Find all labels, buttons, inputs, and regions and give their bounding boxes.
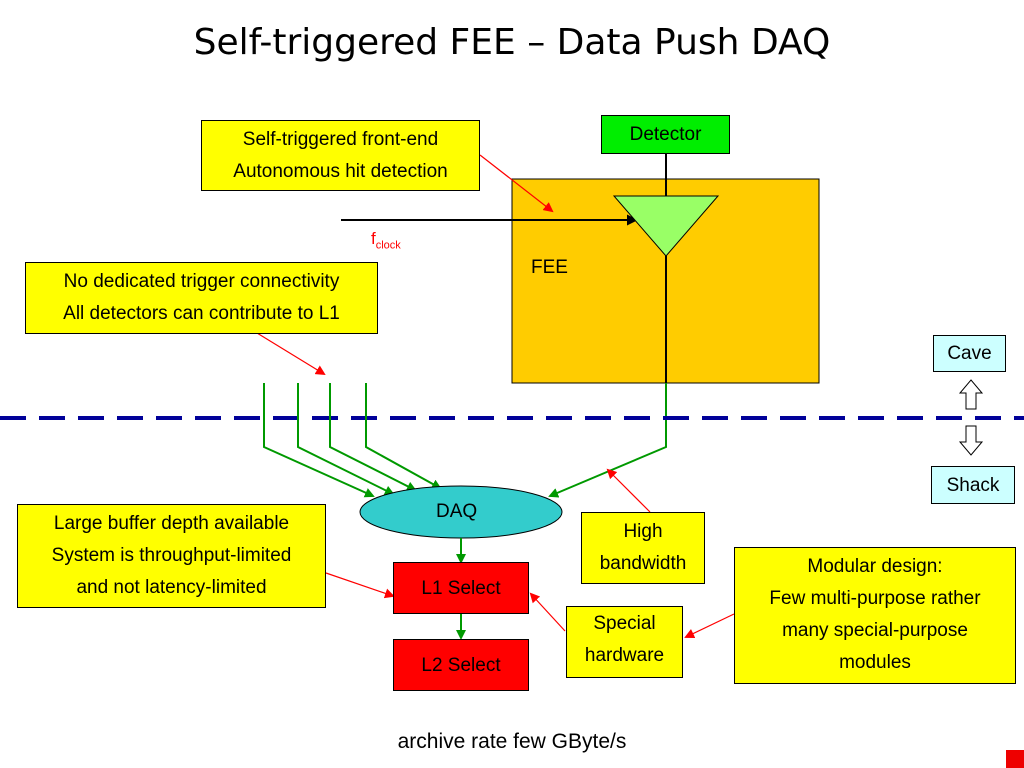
callout-hardware-line-2: hardware [584, 645, 665, 666]
callout-bandwidth-line-1: High [623, 521, 663, 542]
callout-buffer: Large buffer depth available System is t… [17, 504, 326, 608]
detector-link-1 [263, 383, 375, 498]
pointer-hardware [529, 592, 566, 632]
detector-link-2 [297, 383, 395, 495]
callout-buffer-line-1: Large buffer depth available [53, 513, 290, 534]
l1-select-box: L1 Select [393, 562, 529, 614]
pointer-bandwidth [606, 468, 651, 513]
l2-select-box: L2 Select [393, 639, 529, 691]
pointer-modular [684, 613, 735, 639]
callout-frontend-line-2: Autonomous hit detection [233, 161, 448, 182]
daq-label: DAQ [436, 501, 478, 522]
detector-link-4 [365, 383, 442, 489]
amplifier-triangle [612, 195, 720, 257]
corner-marker [1006, 750, 1024, 768]
pointer-trigger [256, 332, 326, 376]
callout-frontend: Self-triggered front-end Autonomous hit … [201, 120, 480, 191]
callout-modular: Modular design: Few multi-purpose rather… [734, 547, 1016, 684]
l2-select-label: L2 Select [421, 655, 501, 676]
detector-label: Detector [629, 124, 702, 145]
callout-modular-line-1: Modular design: [807, 556, 943, 577]
cave-box: Cave [933, 335, 1006, 372]
archive-rate-footer: archive rate few GByte/s [397, 730, 627, 753]
up-arrow-icon [958, 379, 984, 410]
callout-hardware-line-1: Special [593, 613, 656, 634]
callout-buffer-line-2: System is throughput-limited [51, 545, 292, 566]
down-arrow-icon [958, 425, 984, 456]
cave-label: Cave [947, 343, 992, 364]
pointer-buffer [325, 572, 395, 599]
callout-hardware: Special hardware [566, 606, 683, 678]
fclock-main: f [371, 229, 376, 248]
callout-trigger-line-2: All detectors can contribute to L1 [63, 303, 340, 324]
shack-label: Shack [946, 475, 1000, 496]
fclock-subscript: clock [375, 239, 401, 252]
fee-daq-link [548, 383, 667, 498]
callout-bandwidth-line-2: bandwidth [599, 553, 687, 574]
callout-trigger: No dedicated trigger connectivity All de… [25, 262, 378, 334]
detector-link-3 [329, 383, 417, 491]
fee-label: FEE [531, 257, 568, 278]
fclock-label: fclock [371, 229, 401, 251]
pointer-frontend [479, 154, 554, 213]
callout-frontend-line-1: Self-triggered front-end [242, 129, 439, 150]
callout-buffer-line-3: and not latency-limited [76, 577, 267, 598]
callout-modular-line-4: modules [839, 652, 911, 673]
callout-bandwidth: High bandwidth [581, 512, 705, 584]
l1-select-label: L1 Select [421, 578, 501, 599]
callout-modular-line-2: Few multi-purpose rather [769, 588, 981, 609]
callout-trigger-line-1: No dedicated trigger connectivity [63, 271, 340, 292]
shack-box: Shack [931, 466, 1015, 504]
slide-title: Self-triggered FEE – Data Push DAQ [193, 22, 831, 63]
detector-box: Detector [601, 115, 730, 154]
callout-modular-line-3: many special-purpose [782, 620, 968, 641]
